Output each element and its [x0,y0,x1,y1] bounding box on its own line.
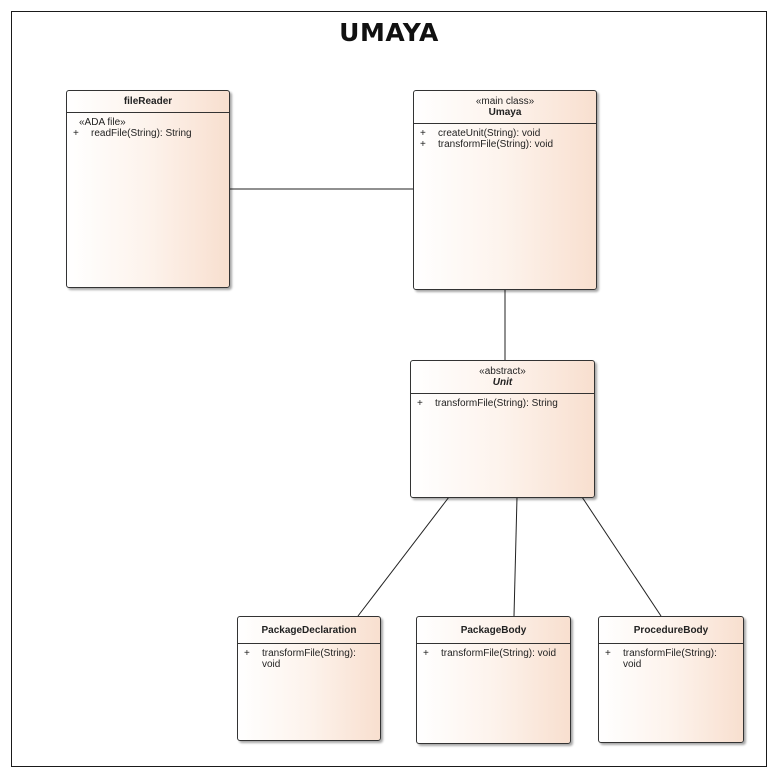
class-header: PackageBody [417,617,570,644]
visibility-marker: + [417,398,423,409]
class-operations: + transformFile(String): void [238,644,380,674]
class-name: fileReader [123,96,173,107]
operation-signature: transformFile(String): void [623,648,717,670]
class-packagebody[interactable]: PackageBody + transformFile(String): voi… [416,616,571,744]
operation-signature: createUnit(String): void [438,128,541,139]
link-unit-procedurebody [581,496,662,617]
operation-row: + transformFile(String): void [605,648,737,670]
operation-signature: transformFile(String): String [435,398,558,409]
visibility-marker: + [420,139,426,150]
visibility-marker: + [73,128,79,139]
class-name: Unit [492,377,513,388]
class-operations: + transformFile(String): void [599,644,743,674]
operation-signature: readFile(String): String [91,128,192,139]
class-name: PackageBody [460,625,527,636]
operation-signature: transformFile(String): void [438,139,554,150]
class-umaya[interactable]: «main class» Umaya + createUnit(String):… [413,90,597,290]
class-filereader[interactable]: fileReader «ADA file» + readFile(String)… [66,90,230,288]
link-unit-packagebody [513,496,518,617]
class-operations: «ADA file» + readFile(String): String [67,113,229,143]
class-operations: + transformFile(String): String [411,394,594,413]
class-packagedeclaration[interactable]: PackageDeclaration + transformFile(Strin… [237,616,381,741]
class-name: PackageDeclaration [261,625,357,636]
diagram-frame [11,11,767,767]
class-header: ProcedureBody [599,617,743,644]
visibility-marker: + [244,648,250,659]
class-name: Umaya [488,107,522,118]
operation-row: + transformFile(String): String [417,398,588,409]
class-header: fileReader [67,91,229,113]
class-header: «abstract» Unit [411,361,594,394]
diagram-title: UMAYA [339,18,439,47]
visibility-marker: + [423,648,429,659]
class-procedurebody[interactable]: ProcedureBody + transformFile(String): v… [598,616,744,743]
class-unit[interactable]: «abstract» Unit + transformFile(String):… [410,360,595,498]
operation-signature: transformFile(String): void [441,648,557,659]
visibility-marker: + [605,648,611,659]
class-operations: + createUnit(String): void + transformFi… [414,124,596,154]
operation-row: + readFile(String): String [73,128,223,139]
visibility-marker: + [420,128,426,139]
operation-signature: transformFile(String): void [262,648,356,670]
operation-row: + transformFile(String): void [244,648,374,670]
operation-row: + createUnit(String): void [420,128,590,139]
operation-stereotype: «ADA file» [79,117,126,128]
operation-row: + transformFile(String): void [420,139,590,150]
link-unit-packagedeclaration [357,496,450,617]
class-stereotype: «abstract» [479,366,526,377]
class-header: «main class» Umaya [414,91,596,124]
operation-row: + transformFile(String): void [423,648,564,659]
class-name: ProcedureBody [633,625,709,636]
class-stereotype: «main class» [475,96,535,107]
class-operations: + transformFile(String): void [417,644,570,663]
class-header: PackageDeclaration [238,617,380,644]
